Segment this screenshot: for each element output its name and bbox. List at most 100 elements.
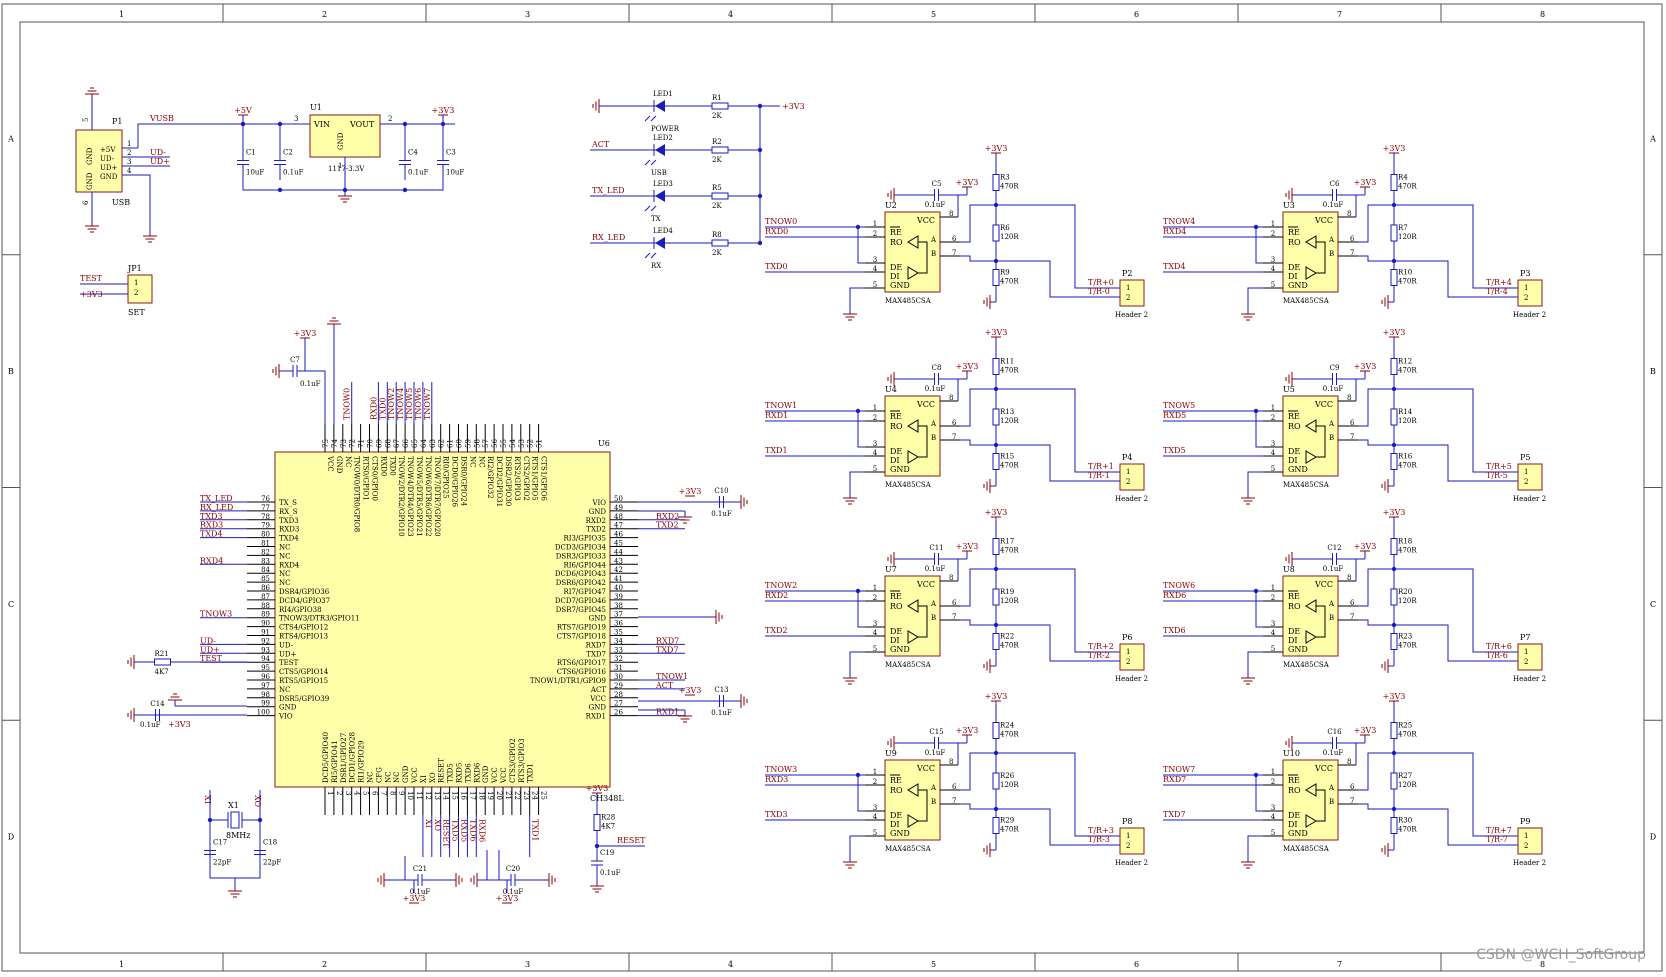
usb-name: USB xyxy=(112,198,130,207)
internal-wire xyxy=(918,425,928,458)
pin-number: 44 xyxy=(614,548,623,556)
pin-number: 78 xyxy=(261,513,270,521)
net-label: RXD6 xyxy=(1163,591,1186,600)
ch348-bottom-pin: 6NC xyxy=(367,772,379,815)
net-label: ACT xyxy=(591,140,610,149)
power-label: +3V3 xyxy=(985,508,1008,517)
capacitor-ref: C14 xyxy=(150,700,165,708)
net-label: RXD1 xyxy=(765,411,788,420)
pin-number: 2 xyxy=(388,115,392,123)
power-label: +3V3 xyxy=(679,487,702,496)
resistor-body xyxy=(992,269,1000,286)
net-label: TXD4 xyxy=(200,530,223,539)
column-marker: 4 xyxy=(728,10,733,19)
pin-number: 7 xyxy=(952,613,956,621)
pin-name: DI xyxy=(890,456,900,465)
wire xyxy=(644,205,651,212)
resistor-ref: R25 xyxy=(1398,722,1412,730)
net-label: RXD0 xyxy=(765,227,788,236)
pin-name: TNOW7/DTR7/GPIO20 xyxy=(433,456,441,537)
junction xyxy=(277,121,283,127)
net-label: TX_LED xyxy=(592,186,625,195)
pin-name: B xyxy=(1329,614,1334,622)
junction xyxy=(993,386,999,392)
power-port: +3V3 xyxy=(956,726,978,736)
ground-symbol xyxy=(678,710,692,723)
usb-pin-number: 1 xyxy=(127,140,131,148)
internal-wire xyxy=(1316,605,1326,638)
rs485-channel: U7MAX485CSAVCCGNDRERODEDIAB12345TNOW2RXD… xyxy=(765,508,1148,685)
pin-number: 6 xyxy=(371,791,379,796)
resistor-ref: R23 xyxy=(1398,633,1412,641)
pin-number: 7 xyxy=(952,249,956,257)
header-body xyxy=(1119,279,1145,307)
ground-symbol xyxy=(1241,672,1255,685)
net-label: T/R-6 xyxy=(1486,651,1508,660)
junction xyxy=(1253,224,1259,230)
pin-number: 87 xyxy=(261,593,270,601)
pin-number: 6 xyxy=(1350,235,1355,243)
capacitor-value: 0.1uF xyxy=(711,510,732,518)
pin-number: 2 xyxy=(873,594,877,602)
capacitor-value: 10uF xyxy=(246,169,264,177)
net-label: T/R+5 xyxy=(1486,462,1512,471)
pin-number: 7 xyxy=(952,797,956,805)
max485-part: MAX485CSA xyxy=(1283,481,1330,489)
capacitor-value: 0.1uF xyxy=(140,721,161,729)
wire xyxy=(996,568,1120,653)
resistor-body xyxy=(1390,453,1398,470)
power-port: +3V3 xyxy=(679,686,701,696)
net-label: UD- xyxy=(150,148,166,157)
crystal-ref: X1 xyxy=(228,801,239,810)
capacitor-ref: C3 xyxy=(446,149,456,157)
pin-number: 7 xyxy=(952,433,956,441)
capacitor-ref: C2 xyxy=(283,149,293,157)
resistor-body xyxy=(1390,633,1398,650)
pin-number: 6 xyxy=(1350,419,1355,427)
pin-number: 38 xyxy=(614,602,623,610)
junction xyxy=(993,258,999,264)
wire xyxy=(1394,568,1518,653)
rs485-decoupling-capacitor: C9 xyxy=(1313,364,1356,385)
pin-name: A xyxy=(1328,236,1335,244)
resistor-value: 120R xyxy=(1000,233,1019,241)
pin-number: 1 xyxy=(873,584,877,592)
resistor-value: 470R xyxy=(1000,367,1019,375)
pin-name: TXD2 xyxy=(586,526,606,534)
pin-name: RE xyxy=(1288,228,1300,237)
ground-symbol xyxy=(1241,492,1255,505)
pin-number: 14 xyxy=(442,791,450,800)
power-port: +3V3 xyxy=(985,692,1007,702)
resistor-body xyxy=(711,192,729,200)
usb-pin-name: GND xyxy=(100,173,118,181)
ground-symbol xyxy=(983,295,996,309)
pin-name: VCC xyxy=(411,767,419,784)
jumper-body xyxy=(127,274,153,304)
pin-number: 24 xyxy=(531,791,539,800)
net-label: RESET xyxy=(617,836,646,845)
net-label: T/R-4 xyxy=(1486,287,1508,296)
pin-number: 2 xyxy=(1126,478,1130,486)
pin-name: RTS0/GPIO1 xyxy=(362,456,370,501)
junction xyxy=(257,817,263,823)
header-ref: P4 xyxy=(1122,453,1132,462)
pin-name: GND xyxy=(482,765,490,783)
net-label: TEST xyxy=(200,654,223,663)
pin-name: RTS7/GPIO19 xyxy=(557,624,606,632)
pin-number: 7 xyxy=(1350,797,1354,805)
pin-number: 6 xyxy=(1350,783,1355,791)
pin-number: 27 xyxy=(614,700,623,708)
ground-symbol xyxy=(887,552,900,566)
header-ref: P7 xyxy=(1520,633,1530,642)
pin-name: RO xyxy=(890,786,903,795)
ground-symbol xyxy=(735,495,748,509)
ground-symbol xyxy=(592,99,605,113)
